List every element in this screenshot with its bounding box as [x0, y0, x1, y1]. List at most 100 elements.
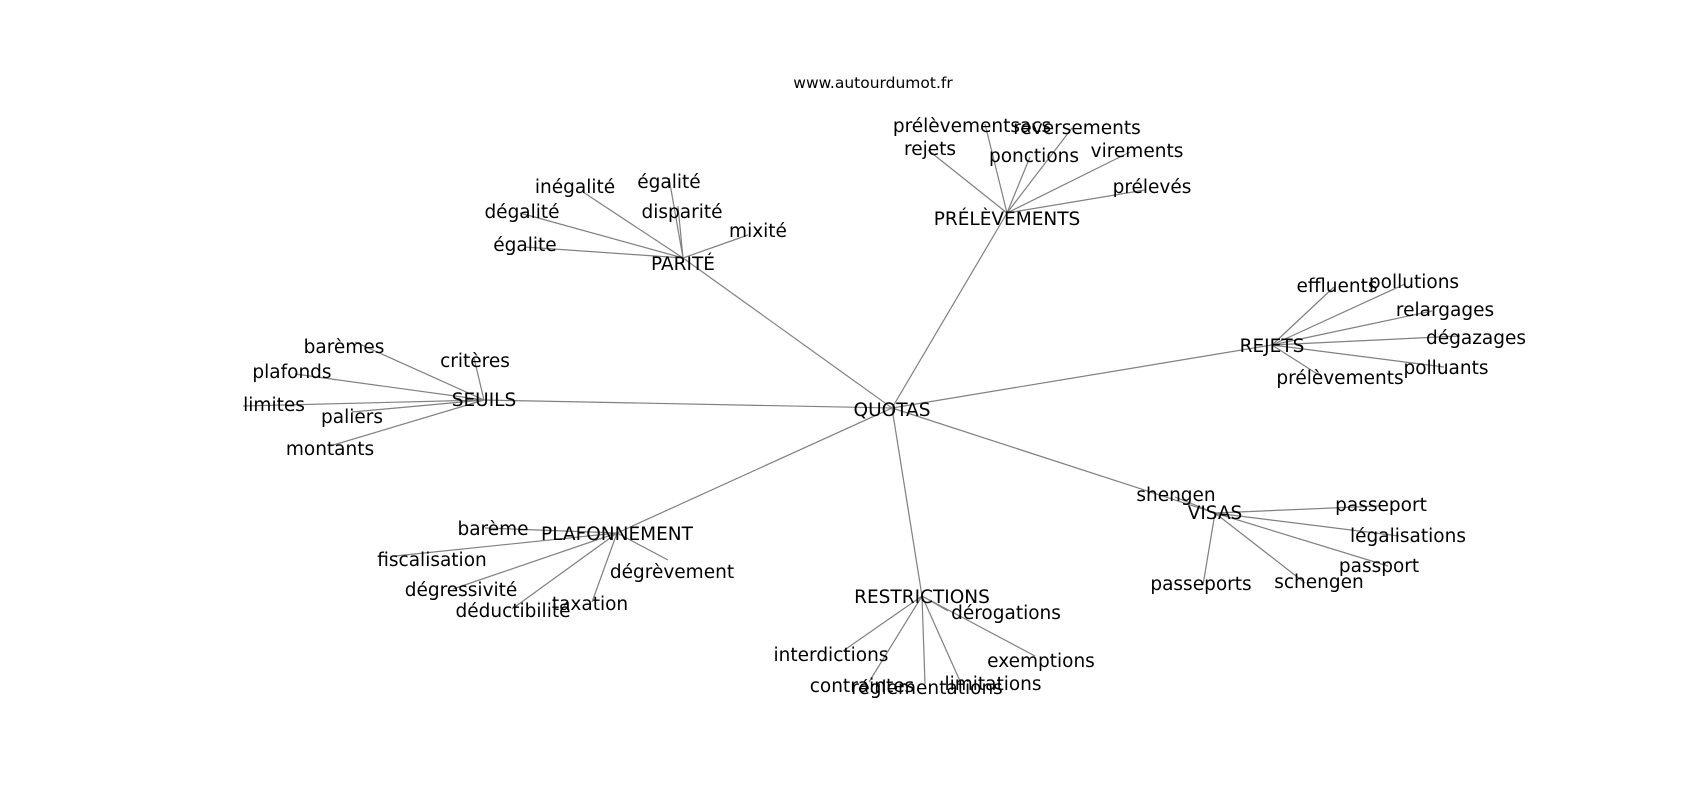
edge-restrictions-contraintes	[868, 595, 923, 683]
edge-restrictions-limitations	[921, 595, 961, 682]
hub-node-plafonnement[interactable]: PLAFONNEMENT	[541, 524, 694, 545]
edge-quotas-parite	[682, 257, 893, 409]
word-node-degrevement[interactable]: dégrèvement	[610, 562, 734, 583]
word-node-reglementations[interactable]: réglementations	[851, 678, 1003, 699]
edge-visas-shengen	[1174, 496, 1216, 514]
word-node-exemptions[interactable]: exemptions	[987, 651, 1095, 672]
edge-quotas-plafonnement	[616, 407, 893, 534]
word-node-pollutions[interactable]: pollutions	[1369, 272, 1459, 293]
word-node-virements[interactable]: virements	[1091, 141, 1184, 162]
edge-restrictions-reglementations	[921, 595, 926, 685]
edge-seuils-baremes	[354, 341, 485, 401]
word-node-degalite[interactable]: dégalité	[484, 202, 559, 223]
edge-prelevements-ponctions	[1006, 156, 1031, 214]
edge-seuils-plafonds	[294, 373, 485, 401]
edge-parite-egalite	[668, 177, 684, 259]
edge-rejets-polluants	[1271, 344, 1445, 368]
word-node-egalite[interactable]: égalite	[493, 235, 556, 256]
edge-seuils-limites	[242, 399, 485, 407]
word-node-plafonds[interactable]: plafonds	[252, 362, 331, 383]
edge-prelevements-preleves	[1006, 189, 1146, 214]
word-node-degazages[interactable]: dégazages	[1426, 328, 1526, 349]
word-node-reversements[interactable]: reversements	[1013, 118, 1141, 139]
word-node-derogations[interactable]: dérogations	[951, 603, 1061, 624]
word-node-preleves[interactable]: prélevés	[1113, 177, 1192, 198]
word-node-deductibilite[interactable]: déductibilité	[456, 601, 571, 622]
edge-visas-passeports	[1202, 512, 1216, 586]
edge-parite-mixite	[682, 234, 749, 259]
hub-node-seuils[interactable]: SEUILS	[452, 390, 516, 411]
edge-plafonnement-taxation	[591, 532, 618, 603]
word-node-egalite[interactable]: égalité	[637, 172, 700, 193]
word-node-shengen[interactable]: shengen	[1136, 485, 1215, 506]
edge-quotas-restrictions	[891, 407, 923, 597]
word-node-limitations[interactable]: limitations	[944, 674, 1041, 695]
edge-rejets-relargages	[1271, 310, 1433, 346]
word-node-passeport[interactable]: passeport	[1335, 495, 1427, 516]
edge-rejets-effluents	[1271, 286, 1335, 346]
word-node-bareme[interactable]: barème	[457, 519, 528, 540]
word-node-mixite[interactable]: mixité	[729, 221, 787, 242]
word-node-passport[interactable]: passport	[1339, 556, 1419, 577]
word-node-interdictions[interactable]: interdictions	[774, 645, 889, 666]
edge-parite-inegalite	[582, 191, 684, 259]
edge-plafonnement-degressivite	[452, 532, 618, 590]
edge-parite-egalite	[524, 246, 684, 259]
word-node-limites[interactable]: limites	[243, 395, 305, 416]
hub-node-restrictions[interactable]: RESTRICTIONS	[854, 587, 990, 608]
edge-restrictions-interdictions	[842, 595, 923, 652]
word-node-prelevementsacs[interactable]: prélèvementsacs	[893, 116, 1051, 137]
word-node-legalisations[interactable]: légalisations	[1350, 526, 1466, 547]
word-node-montants[interactable]: montants	[286, 439, 374, 460]
edge-seuils-paliers	[351, 399, 485, 413]
word-node-fiscalisation[interactable]: fiscalisation	[377, 550, 487, 571]
word-node-paliers[interactable]: paliers	[321, 407, 383, 428]
edge-prelevements-reversements	[1006, 127, 1073, 214]
edge-seuils-montants	[329, 399, 485, 447]
word-node-passeports[interactable]: passeports	[1150, 574, 1251, 595]
edge-quotas-rejets	[891, 344, 1273, 409]
word-node-relargages[interactable]: relargages	[1396, 300, 1494, 321]
edge-quotas-visas	[891, 407, 1216, 514]
edge-plafonnement-degrevement	[616, 532, 669, 561]
edge-layer	[242, 123, 1461, 685]
word-node-criteres[interactable]: critères	[440, 351, 510, 372]
edge-rejets-pollutions	[1271, 283, 1406, 346]
edge-plafonnement-fiscalisation	[394, 532, 618, 557]
word-node-degressivite[interactable]: dégressivité	[405, 580, 518, 601]
word-node-polluants[interactable]: polluants	[1403, 358, 1488, 379]
word-node-taxation[interactable]: taxation	[552, 594, 628, 615]
hub-node-rejets[interactable]: REJETS	[1240, 336, 1305, 357]
word-node-ponctions[interactable]: ponctions	[989, 146, 1079, 167]
hub-node-prelevements[interactable]: PRÉLÈVEMENTS	[934, 208, 1081, 230]
word-node-schengen[interactable]: schengen	[1274, 572, 1364, 593]
source-url: www.autourdumot.fr	[793, 74, 953, 92]
edge-parite-disparite	[677, 205, 684, 259]
edge-prelevements-rejets	[927, 149, 1008, 214]
edge-plafonnement-deductibilite	[511, 532, 618, 610]
edge-quotas-seuils	[483, 399, 893, 409]
word-node-inegalite[interactable]: inégalité	[535, 177, 615, 198]
word-node-baremes[interactable]: barèmes	[304, 337, 385, 358]
word-node-disparite[interactable]: disparité	[642, 202, 723, 223]
label-layer: QUOTAS PRÉLÈVEMENTS prélèvementsacsreverse…	[243, 116, 1526, 699]
hub-node-visas[interactable]: VISAS	[1188, 503, 1243, 524]
edge-prelevements-virements	[1006, 151, 1131, 214]
hub-node-parite[interactable]: PARITÉ	[651, 253, 715, 275]
edge-quotas-prelevements	[891, 212, 1008, 409]
word-node-effluents[interactable]: effluents	[1297, 276, 1378, 297]
edge-parite-degalite	[519, 212, 684, 259]
edge-rejets-prelevements	[1271, 344, 1323, 378]
edge-visas-passeport	[1214, 505, 1380, 514]
edge-seuils-criteres	[473, 357, 485, 401]
word-node-prelevements[interactable]: prélèvements	[1276, 368, 1403, 389]
edge-visas-schengen	[1214, 512, 1306, 584]
edge-prelevements-prelevementsacs	[984, 123, 1008, 214]
center-node-quotas[interactable]: QUOTAS	[854, 400, 931, 421]
edge-plafonnement-bareme	[484, 527, 618, 534]
edge-restrictions-exemptions	[921, 595, 1036, 657]
word-node-rejets[interactable]: rejets	[904, 139, 956, 160]
edge-rejets-degazages	[1271, 335, 1461, 346]
word-node-contraintes[interactable]: contraintes	[810, 676, 915, 697]
